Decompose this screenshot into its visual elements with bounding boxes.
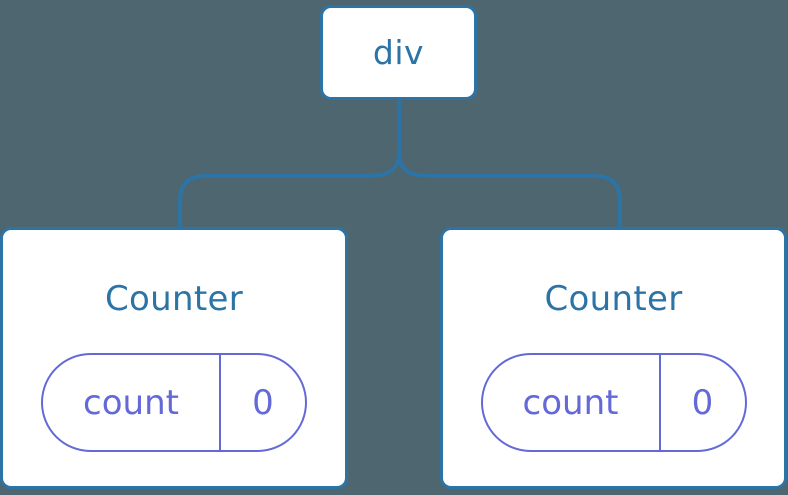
state-key-label: count bbox=[43, 355, 221, 450]
root-node-div[interactable]: div bbox=[320, 5, 477, 100]
state-pill[interactable]: count 0 bbox=[480, 353, 747, 452]
state-key-label: count bbox=[483, 355, 661, 450]
state-value-label: 0 bbox=[252, 382, 274, 423]
component-title: Counter bbox=[544, 279, 683, 319]
connector-branch-right bbox=[397, 151, 622, 229]
component-card-counter-2[interactable]: Counter count 0 bbox=[440, 227, 787, 489]
state-value-label: 0 bbox=[691, 382, 714, 423]
state-pill[interactable]: count 0 bbox=[41, 353, 307, 452]
connector-branch-left bbox=[178, 151, 401, 229]
component-card-counter-1[interactable]: Counter count 0 bbox=[0, 227, 348, 489]
component-title: Counter bbox=[105, 279, 243, 319]
root-node-label: div bbox=[372, 33, 425, 72]
